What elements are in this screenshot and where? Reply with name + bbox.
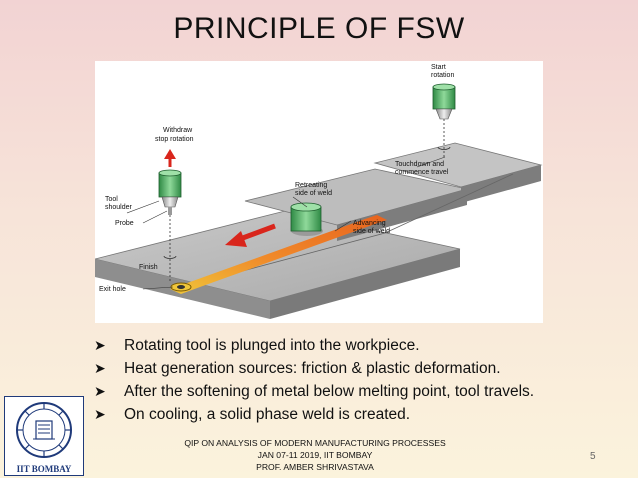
slide-title: PRINCIPLE OF FSW [173,12,465,45]
label-tool: Tool [105,196,118,203]
label-stop-rotation: stop rotation [155,136,194,143]
fsw-diagram-svg: Start rotation Withdraw stop rotation To… [95,64,543,319]
label-side-of-weld-advancing: side of weld [353,228,390,235]
label-advancing: Advancing [353,220,386,227]
travel-arrow [225,223,276,247]
tool-start [432,83,456,159]
bullet-item: ➤ On cooling, a solid phase weld is creat… [94,403,634,426]
label-exit-hole: Exit hole [99,286,126,293]
label-side-of-weld-retreating: side of weld [295,190,332,197]
bullet-text: After the softening of metal below melti… [124,383,535,400]
arrow-bullet-icon: ➤ [94,383,106,399]
label-withdraw: Withdraw [163,127,193,134]
label-commence-travel: commence travel [395,169,449,176]
label-retreating: Retreating [295,182,327,189]
bullet-item: ➤ After the softening of metal below melt… [94,380,634,403]
plate-back [373,142,543,203]
footer: QIP ON ANALYSIS OF MODERN MANUFACTURING … [150,437,480,473]
bullet-item: ➤ Rotating tool is plunged into the workp… [94,334,634,357]
exit-hole-center [177,285,185,289]
label-shoulder: shoulder [105,204,133,211]
label-finish: Finish [139,264,158,271]
footer-line-2: JAN 07-11 2019, IIT BOMBAY [257,450,373,460]
bullet-item: ➤ Heat generation sources: friction & pla… [94,357,634,380]
tool-traveling [290,202,323,236]
tool-withdraw [158,149,182,281]
leader-lines [126,156,446,290]
bullet-text: Rotating tool is plunged into the workpi… [124,337,420,354]
logo-text: IIT BOMBAY [16,464,72,474]
label-start: Start [431,64,446,71]
label-rotation: rotation [431,72,454,79]
arrow-bullet-icon: ➤ [94,337,106,353]
bullet-list: ➤ Rotating tool is plunged into the workp… [94,334,634,426]
fsw-diagram: Start rotation Withdraw stop rotation To… [95,61,543,323]
arrow-bullet-icon: ➤ [94,360,106,376]
arrow-bullet-icon: ➤ [94,406,106,422]
page-number: 5 [590,451,596,462]
bullet-text: Heat generation sources: friction & plas… [124,360,501,377]
seam-line-back [384,173,514,234]
weld-bead [170,215,387,294]
footer-line-1: QIP ON ANALYSIS OF MODERN MANUFACTURING … [184,438,446,448]
label-probe: Probe [115,220,134,227]
iit-bombay-logo: IIT BOMBAY [4,396,84,476]
footer-line-3: PROF. AMBER SHRIVASTAVA [256,462,374,472]
logo-emblem-icon [16,402,72,458]
bullet-text: On cooling, a solid phase weld is create… [124,406,411,423]
label-touchdown: Touchdown and [395,161,444,168]
